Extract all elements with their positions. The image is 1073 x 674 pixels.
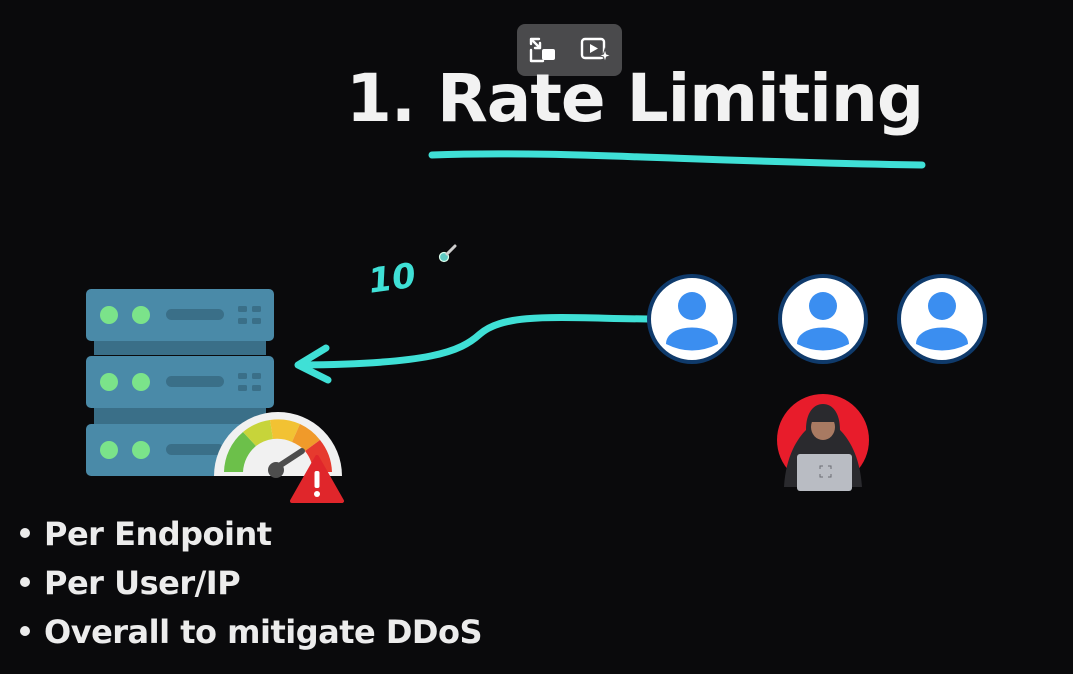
slide-title: 1. Rate Limiting [346,60,924,137]
title-underline [428,150,926,169]
user-avatar-icon [647,274,737,364]
request-count-annotation: 10 [366,256,418,302]
bullet-text: Per Endpoint [44,515,272,553]
user-avatar-icon [897,274,987,364]
bullet-text: Overall to mitigate DDoS [44,613,483,651]
bullet-dot [20,577,30,587]
user-avatar-icon [778,274,868,364]
list-item: Per Endpoint [20,510,482,559]
server-rack-icon [86,289,274,476]
bullet-text: Per User/IP [44,564,241,602]
pen-cursor-icon [438,244,457,263]
list-item: Per User/IP [20,559,482,608]
bullet-list: Per Endpoint Per User/IP Overall to miti… [20,510,483,657]
request-arrow-head [294,344,332,384]
player-controls [517,24,622,76]
bullet-dot [20,528,30,538]
picture-in-picture-icon[interactable] [523,30,563,70]
list-item: Overall to mitigate DDoS [20,608,483,657]
bullet-dot [20,626,30,636]
hacker-icon [777,394,869,491]
play-sparkle-icon[interactable] [576,30,616,70]
request-arrow [296,314,652,369]
warning-triangle-icon [290,455,344,503]
